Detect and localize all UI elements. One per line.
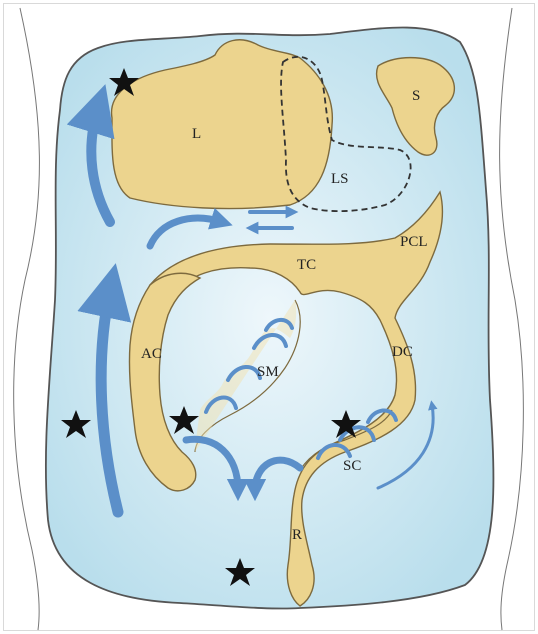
body-outline-right: [500, 8, 524, 630]
label-rectum: R: [292, 527, 302, 543]
label-ascending-colon: AC: [141, 346, 162, 362]
label-sigmoid-colon: SC: [343, 458, 361, 474]
body-outline-left: [14, 8, 40, 630]
label-spleen: S: [412, 88, 420, 104]
label-transverse-colon: TC: [297, 257, 316, 273]
label-liver: L: [192, 126, 201, 142]
label-small-bowel-mesentery: SM: [257, 364, 279, 380]
label-descending-colon: DC: [392, 344, 413, 360]
label-phrenicocolic-ligament: PCL: [400, 234, 428, 250]
label-lesser-sac: LS: [331, 171, 349, 187]
